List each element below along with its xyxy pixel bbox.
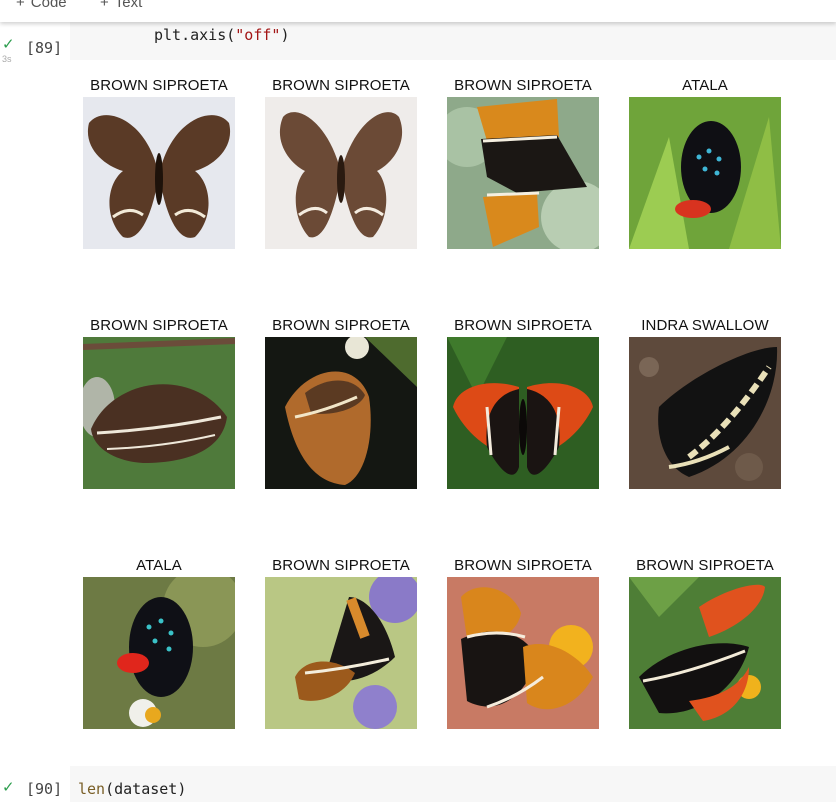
add-text-label: Text (114, 0, 143, 11)
butterfly-photo (629, 337, 781, 489)
butterfly-photo (265, 97, 417, 249)
butterfly-image (447, 337, 599, 489)
image-tile: ATALA (625, 77, 785, 249)
code-cell-89[interactable]: ✓ [89] plt.axis("off") (0, 22, 836, 60)
butterfly-photo (83, 97, 235, 249)
butterfly-photo (83, 577, 235, 729)
butterfly-image (83, 97, 235, 249)
image-label: BROWN SIPROETA (90, 77, 228, 94)
add-text-button[interactable]: + Text (100, 0, 142, 11)
butterfly-image (629, 337, 781, 489)
butterfly-image (83, 577, 235, 729)
notebook-toolbar: + Code + Text (0, 0, 836, 22)
image-tile: BROWN SIPROETA (79, 317, 239, 489)
butterfly-photo (447, 577, 599, 729)
image-label: BROWN SIPROETA (454, 557, 592, 574)
butterfly-image (265, 97, 417, 249)
add-code-button[interactable]: + Code (16, 0, 67, 11)
butterfly-photo (265, 577, 417, 729)
image-label: INDRA SWALLOW (641, 317, 769, 334)
butterfly-image (629, 97, 781, 249)
butterfly-image (265, 337, 417, 489)
image-label: BROWN SIPROETA (272, 77, 410, 94)
plus-icon: + (100, 0, 109, 11)
image-label: BROWN SIPROETA (454, 317, 592, 334)
execution-count[interactable]: [89] (26, 39, 63, 57)
code-editor[interactable] (70, 766, 836, 802)
plus-icon: + (16, 0, 25, 11)
image-label: BROWN SIPROETA (636, 557, 774, 574)
code-line[interactable]: plt.axis("off") (154, 26, 289, 44)
butterfly-photo (265, 337, 417, 489)
image-label: BROWN SIPROETA (90, 317, 228, 334)
image-tile: ATALA (79, 557, 239, 729)
execution-count[interactable]: [90] (26, 780, 63, 798)
butterfly-image (265, 577, 417, 729)
cell-output: BROWN SIPROETA BROWN SIPROETA (0, 60, 836, 765)
image-tile: BROWN SIPROETA (261, 317, 421, 489)
image-tile: INDRA SWALLOW (625, 317, 785, 489)
code-function: len (78, 780, 106, 798)
code-line[interactable]: len(dataset) (78, 780, 186, 798)
code-cell-90[interactable]: ✓ [90] len(dataset) (0, 766, 836, 802)
butterfly-image (629, 577, 781, 729)
code-argument: (dataset) (105, 780, 187, 798)
butterfly-image (83, 337, 235, 489)
image-tile: BROWN SIPROETA (625, 557, 785, 729)
image-label: ATALA (136, 557, 182, 574)
image-tile: BROWN SIPROETA (79, 77, 239, 249)
image-tile: BROWN SIPROETA (443, 77, 603, 249)
butterfly-photo (447, 337, 599, 489)
code-editor[interactable] (70, 22, 836, 60)
add-code-label: Code (30, 0, 67, 11)
butterfly-image (447, 97, 599, 249)
code-suffix: ) (280, 26, 290, 44)
check-icon: ✓ (2, 35, 15, 53)
image-tile: BROWN SIPROETA (443, 557, 603, 729)
code-string: "off" (235, 26, 281, 44)
image-tile: BROWN SIPROETA (261, 557, 421, 729)
butterfly-photo (629, 97, 781, 249)
execution-time: 3s (2, 54, 12, 64)
image-tile: BROWN SIPROETA (443, 317, 603, 489)
check-icon: ✓ (2, 778, 15, 796)
code-prefix: plt.axis( (154, 26, 236, 44)
image-tile: BROWN SIPROETA (261, 77, 421, 249)
butterfly-image (447, 577, 599, 729)
image-label: BROWN SIPROETA (272, 557, 410, 574)
butterfly-photo (629, 577, 781, 729)
image-label: ATALA (682, 77, 728, 94)
butterfly-photo (447, 97, 599, 249)
butterfly-photo (83, 337, 235, 489)
image-label: BROWN SIPROETA (272, 317, 410, 334)
image-label: BROWN SIPROETA (454, 77, 592, 94)
